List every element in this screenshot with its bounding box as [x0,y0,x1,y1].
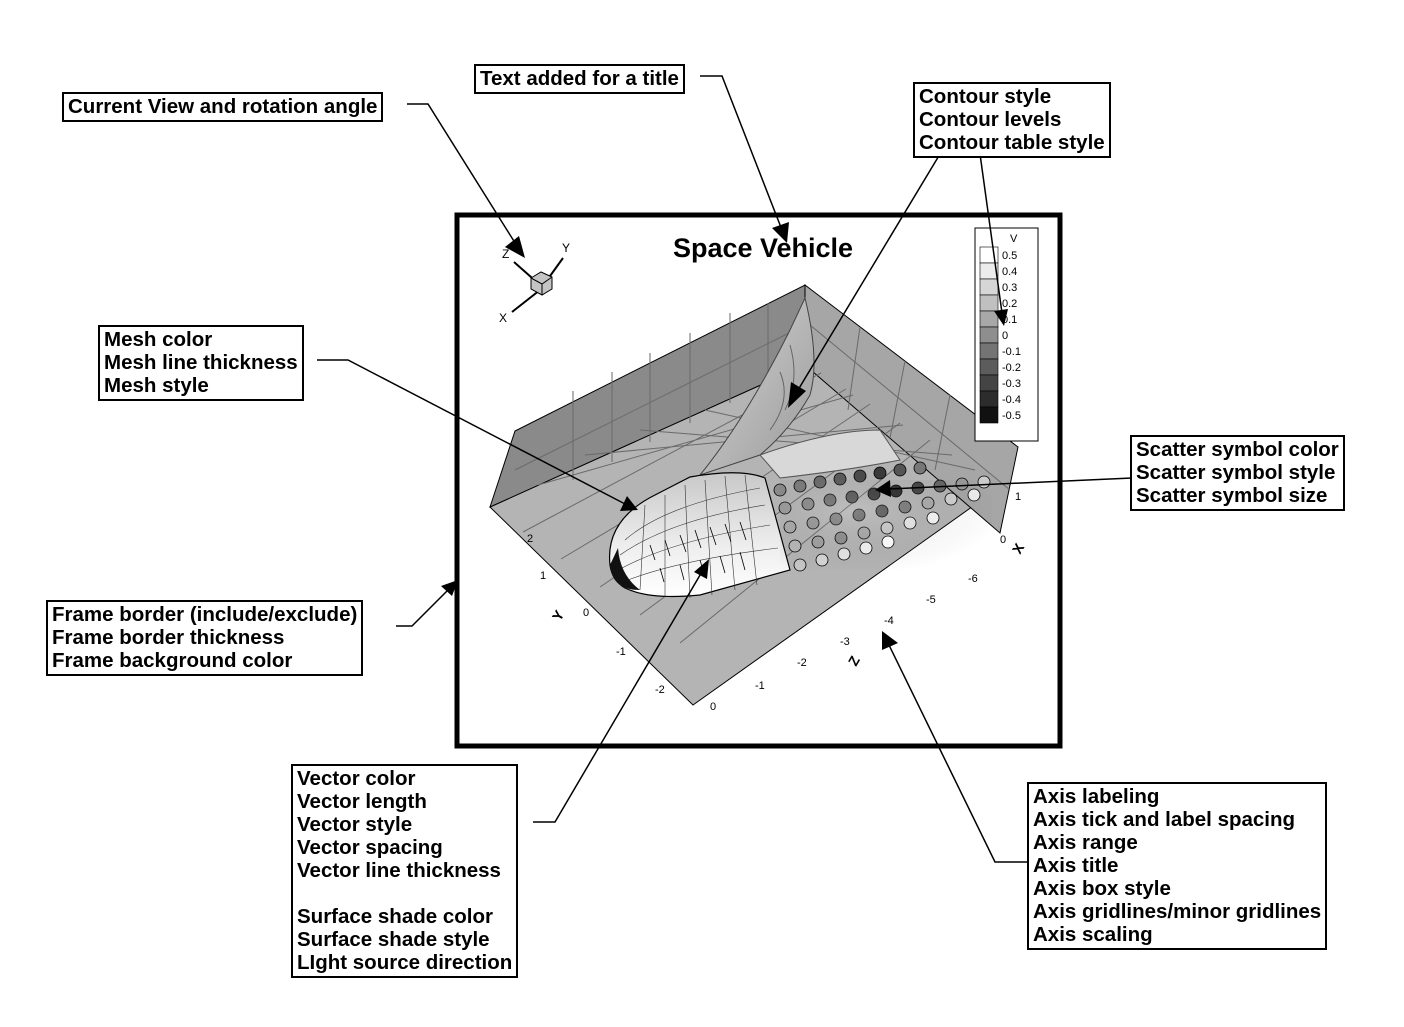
legend-swatch [979,358,999,376]
callout-line: Contour levels [919,108,1062,131]
y-tick-label: 2 [527,533,533,545]
x-tick-label: 1 [1015,491,1021,503]
orientation-z-label: Z [502,247,509,261]
callout-spacer [297,882,512,905]
leader-lines [317,75,1133,863]
axis-tick-labels: 1 0 2 1 0 -1 -2 0 -1 -2 -3 -4 -5 -6 [527,491,1021,713]
callout-line: Contour table style [919,131,1105,154]
x-tick-label: 0 [1000,534,1006,546]
callout-line: Axis labeling [1033,785,1160,808]
z-tick-label: -4 [884,615,894,627]
z-tick-label: -2 [797,657,807,669]
callout-line: Axis gridlines/minor gridlines [1033,900,1322,923]
plot-title: Space Vehicle [673,233,853,263]
callout-line: Axis range [1033,831,1138,854]
callout-line: Vector style [297,813,413,836]
y-tick-label: -1 [616,646,626,658]
legend-level-label: 0.3 [1002,282,1017,294]
callout-line: Scatter symbol size [1136,484,1328,507]
callout-line: Axis tick and label spacing [1033,808,1296,831]
callout-line: Frame border (include/exclude) [52,603,358,626]
z-tick-label: -5 [926,594,936,606]
callout-vector-surface: Vector color Vector length Vector style … [291,764,519,978]
y-tick-label: 1 [540,570,546,582]
legend-title: V [1010,233,1018,245]
callout-current-view: Current View and rotation angle [62,92,384,122]
callout-title-text: Text added for a title [474,64,685,94]
legend-swatch [979,278,999,296]
callout-line: Scatter symbol color [1136,438,1339,461]
callout-line: Mesh style [104,374,209,397]
callout-line: Text added for a title [480,67,679,90]
legend-swatch [979,390,999,408]
callout-line: Mesh color [104,328,213,351]
callout-line: Surface shade style [297,928,490,951]
orientation-y-label: Y [562,241,570,255]
callout-line: Vector color [297,767,416,790]
z-tick-label: 0 [710,701,716,713]
callout-mesh: Mesh color Mesh line thickness Mesh styl… [98,325,304,401]
legend-swatch [979,294,999,312]
legend-swatch [979,310,999,328]
legend-level-label: 0 [1002,330,1008,342]
callout-frame: Frame border (include/exclude) Frame bor… [46,600,364,676]
y-tick-label: -2 [655,684,665,696]
callout-line: Current View and rotation angle [68,95,378,118]
legend-level-label: -0.3 [1002,378,1021,390]
legend-level-label: -0.4 [1002,394,1021,406]
callout-line: LIght source direction [297,951,513,974]
z-tick-label: -1 [755,680,765,692]
callout-line: Frame background color [52,649,293,672]
callout-line: Frame border thickness [52,626,285,649]
legend-swatch [979,406,999,424]
orientation-axes: Z Y X [499,241,570,325]
fin-contour-surface [698,296,901,479]
callout-line: Vector length [297,790,427,813]
callout-line: Mesh line thickness [104,351,298,374]
orientation-x-label: X [499,311,507,325]
z-tick-label: -6 [968,573,978,585]
callout-line: Vector spacing [297,836,443,859]
legend-level-label: -0.1 [1002,346,1021,358]
legend-swatch [979,374,999,392]
legend-level-label: 0.4 [1002,266,1017,278]
z-tick-label: -3 [840,636,850,648]
callout-line: Contour style [919,85,1052,108]
y-tick-label: 0 [583,607,589,619]
legend-level-label: 0.2 [1002,298,1017,310]
leader-arrowheads [441,222,1008,650]
contour-legend: V 0.50.40.30.20.10-0.1-0.2-0.3-0.4-0.5 [974,227,1039,442]
callout-line: Surface shade color [297,905,493,928]
callout-line: Scatter symbol style [1136,461,1336,484]
vehicle-body [608,472,791,599]
legend-level-label: 0.5 [1002,250,1017,262]
callout-line: Axis scaling [1033,923,1153,946]
legend-swatch [979,326,999,344]
legend-level-label: -0.5 [1002,410,1021,422]
callout-line: Axis title [1033,854,1119,877]
scatter-symbols [773,461,992,572]
callout-line: Vector line thickness [297,859,501,882]
callout-scatter: Scatter symbol color Scatter symbol styl… [1130,435,1345,511]
legend-swatch [979,342,999,360]
callout-axis: Axis labeling Axis tick and label spacin… [1027,782,1328,950]
callout-line: Axis box style [1033,877,1171,900]
callout-contour: Contour style Contour levels Contour tab… [913,82,1111,158]
legend-level-label: -0.2 [1002,362,1021,374]
